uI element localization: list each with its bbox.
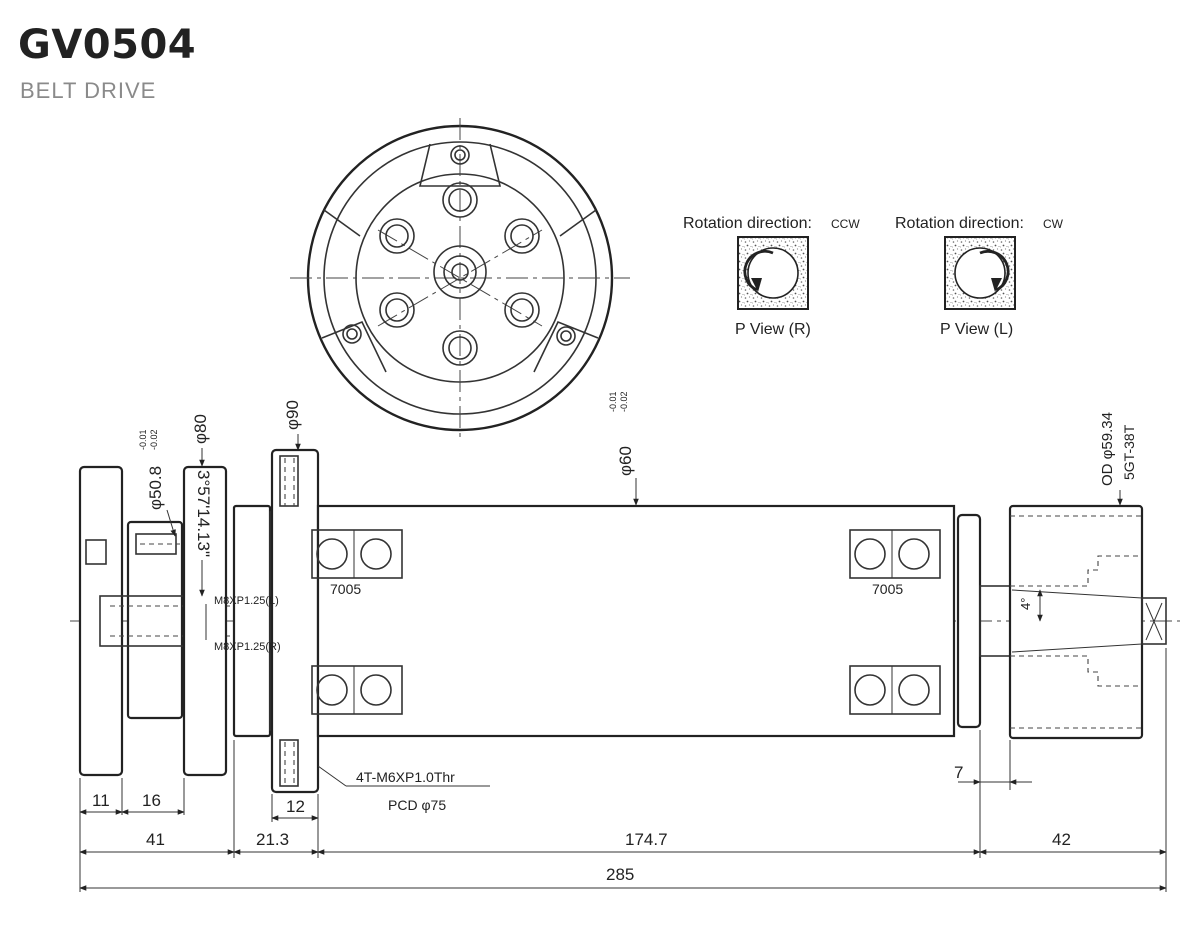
diameter-callouts: φ50.8 -0.01 -0.02 φ80 3°57'14.13" φ90 φ6…: [138, 391, 1137, 597]
dim-11: 11: [92, 791, 110, 810]
rotation-cw-label: Rotation direction:: [895, 215, 1024, 232]
pcd-label: PCD φ75: [388, 797, 446, 813]
thread-left-label: M8XP1.25(L): [214, 595, 279, 607]
dim-7: 7: [954, 763, 963, 782]
diameter-60: φ60: [616, 446, 635, 476]
thread-right-label: M8XP1.25(R): [214, 641, 281, 653]
drive-type: BELT DRIVE: [20, 78, 157, 103]
d508-tol-upper: -0.01: [138, 429, 148, 450]
model-title: GV0504: [18, 22, 197, 68]
rotation-ccw-dir: CCW: [831, 217, 860, 231]
angle-label: 4°: [1018, 598, 1033, 610]
d508-tol-lower: -0.02: [149, 429, 159, 450]
p-view-l: P View (L): [940, 321, 1013, 338]
rotation-ccw-block: Rotation direction: CCW P View (R): [683, 215, 860, 338]
dim-41: 41: [146, 830, 165, 849]
rotation-cw-dir: CW: [1043, 217, 1064, 231]
bearing-left-label: 7005: [330, 581, 361, 597]
diameter-50-8: φ50.8: [146, 466, 165, 510]
end-view: [290, 118, 630, 440]
dim-12: 12: [286, 797, 305, 816]
diameter-80: φ80: [191, 414, 210, 444]
d60-tol-lower: -0.02: [619, 391, 629, 412]
bearing-right-label: 7005: [872, 581, 903, 597]
p-view-r: P View (R): [735, 321, 811, 338]
mount-thread-label: 4T-M6XP1.0Thr: [356, 769, 455, 785]
diameter-90: φ90: [283, 400, 302, 430]
pulley-od-label: OD φ59.34: [1099, 412, 1116, 486]
cw-arrow-icon: [979, 249, 1010, 292]
dim-16: 16: [142, 791, 161, 810]
dim-42: 42: [1052, 830, 1071, 849]
rotation-ccw-label: Rotation direction:: [683, 215, 812, 232]
dim-21-3: 21.3: [256, 830, 289, 849]
taper-label: 3°57'14.13": [194, 470, 213, 557]
d60-tol-upper: -0.01: [608, 391, 618, 412]
dim-285: 285: [606, 865, 634, 884]
pulley-teeth-label: 5GT-38T: [1121, 424, 1137, 480]
rotation-cw-block: Rotation direction: CW P View (L): [895, 215, 1064, 338]
dim-174-7: 174.7: [625, 830, 668, 849]
dimensions: 11 16 12 7 41 21.3 174.7 42 285: [79, 648, 1167, 892]
bolt-holes: [379, 182, 540, 366]
side-view: 4°: [70, 448, 1180, 794]
ccw-arrow-icon: [743, 249, 774, 292]
